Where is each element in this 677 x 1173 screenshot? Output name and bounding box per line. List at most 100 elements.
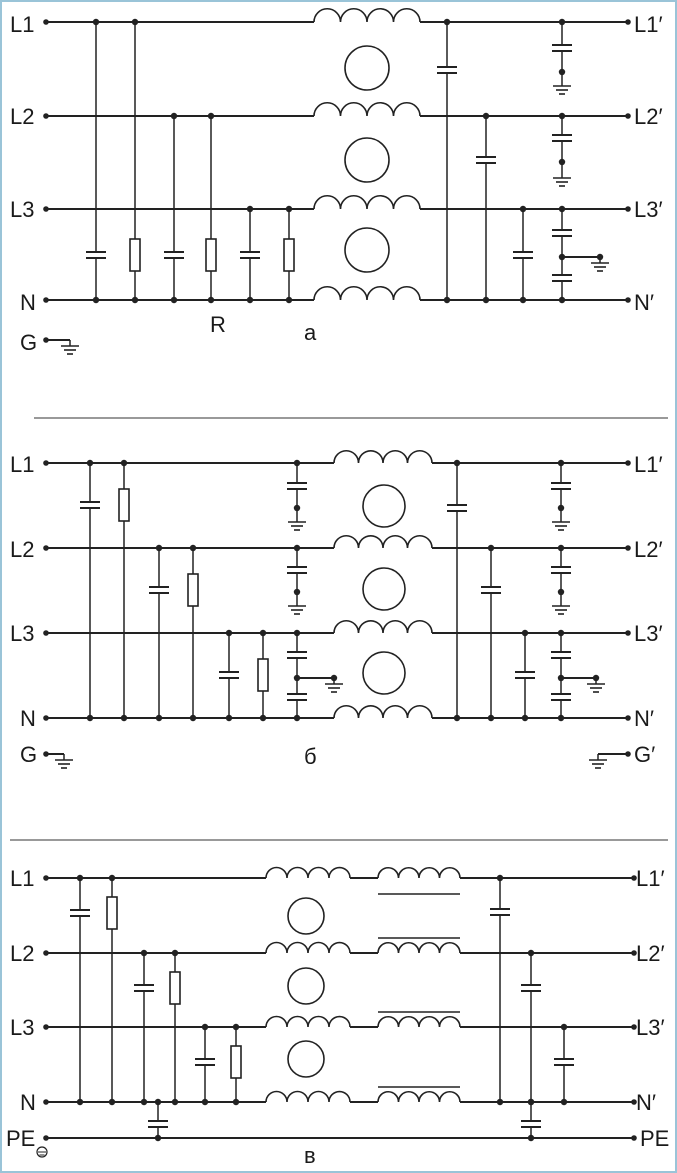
capacitor [148, 1102, 168, 1138]
capacitor [287, 633, 307, 678]
panel-caption-b: б [304, 744, 317, 769]
terminal-label-l3-out: L3′ [636, 1015, 665, 1040]
panel-a: L1 L2 L3 N G L1′ L2′ L3′ N′ R а [10, 12, 663, 355]
resistor [169, 953, 181, 1102]
ground-symbol [288, 516, 306, 531]
terminal-label-n: N [20, 706, 36, 731]
junction-dot [558, 296, 566, 304]
terminal-label-g: G [20, 742, 37, 767]
ground-symbol [587, 678, 605, 693]
terminal-label-l2-out: L2′ [634, 104, 663, 129]
ferrite-core-circle [287, 967, 325, 1005]
inductor-coil [265, 1015, 351, 1028]
capacitor [551, 633, 571, 678]
capacitor [551, 463, 571, 508]
resistor-label: R [210, 312, 226, 337]
inductor-coil [313, 285, 421, 301]
capacitor [490, 878, 510, 1102]
terminal-label-n: N [20, 290, 36, 315]
terminal-label-l1-out: L1′ [634, 12, 663, 37]
ferrite-core-circle [287, 1040, 325, 1078]
terminal-label-l2-out: L2′ [634, 537, 663, 562]
resistor [257, 633, 269, 718]
ferrite-core-circle [344, 137, 390, 183]
resistor-body [257, 658, 269, 692]
capacitor [552, 116, 572, 162]
inductor-coil [313, 7, 421, 23]
capacitor [80, 463, 100, 718]
resistor [106, 878, 118, 1102]
capacitor [287, 678, 307, 718]
inductor-coil [333, 449, 433, 464]
junction-dot [154, 1134, 162, 1142]
ferrite-core-circle [344, 227, 390, 273]
ferrite-core-circle [362, 651, 406, 695]
ferrite-core-circle [344, 45, 390, 91]
capacitor [70, 878, 90, 1102]
inductor-coil [377, 942, 461, 954]
terminal-label-l2-out: L2′ [636, 941, 665, 966]
capacitor [134, 953, 154, 1102]
terminal-label-pe: PE [6, 1126, 35, 1151]
capacitor [164, 116, 184, 300]
panel-b: L1 L2 L3 N G L1′ L2′ L3′ N′ G′ б [10, 452, 663, 769]
resistor-body [187, 573, 199, 607]
inductor-coil [377, 867, 461, 879]
resistor-body [283, 238, 295, 272]
resistor-body [118, 488, 130, 522]
inductor-coil [377, 1016, 461, 1028]
ground-symbol [553, 80, 571, 95]
junction-dot [557, 714, 565, 722]
ground-symbol [552, 516, 570, 531]
capacitor [552, 209, 572, 257]
capacitor [521, 1102, 541, 1138]
terminal-label-l3: L3 [10, 197, 34, 222]
terminal-label-n-out: N′ [634, 290, 654, 315]
terminal-label-l2: L2 [10, 941, 34, 966]
inductor-coil [265, 1090, 351, 1103]
inductor-coil [265, 941, 351, 954]
panel-c: L1 L2 L3 N PE L1′ L2′ L3′ N′ PE в [6, 866, 669, 1168]
capacitor [554, 1027, 574, 1102]
resistor-body [230, 1045, 242, 1079]
ground-symbol [552, 600, 570, 615]
inductor-coil [333, 704, 433, 719]
capacitor [515, 633, 535, 718]
terminal-label-l3-out: L3′ [634, 621, 663, 646]
capacitor [240, 209, 260, 300]
terminal-label-l1: L1 [10, 12, 34, 37]
panel-caption-a: а [304, 320, 317, 345]
capacitor [219, 633, 239, 718]
terminal-label-n-out: N′ [636, 1090, 656, 1115]
resistor-body [169, 971, 181, 1005]
capacitor [195, 1027, 215, 1102]
panel-caption-c: в [304, 1143, 316, 1168]
ground-symbol [288, 600, 306, 615]
terminal-label-l3: L3 [10, 621, 34, 646]
terminal-label-l1-out: L1′ [634, 452, 663, 477]
schematic-drawing [36, 7, 637, 1158]
capacitor [552, 257, 572, 300]
capacitor [476, 116, 496, 300]
capacitor [149, 548, 169, 718]
terminal-label-l2: L2 [10, 537, 34, 562]
capacitor [447, 463, 467, 718]
capacitor [437, 22, 457, 300]
inductor-coil [265, 866, 351, 879]
capacitor [551, 548, 571, 592]
resistor-body [106, 896, 118, 930]
resistor [187, 548, 199, 718]
resistor [129, 22, 141, 300]
resistor [230, 1027, 242, 1102]
junction-dot [527, 1134, 535, 1142]
capacitor [513, 209, 533, 300]
inductor-coil [313, 101, 421, 117]
terminal-label-n-out: N′ [634, 706, 654, 731]
terminal-label-l1: L1 [10, 452, 34, 477]
resistor-body [129, 238, 141, 272]
terminal-label-pe-out: PE [640, 1126, 669, 1151]
inductor-coil [333, 534, 433, 549]
terminal-label-l3: L3 [10, 1015, 34, 1040]
